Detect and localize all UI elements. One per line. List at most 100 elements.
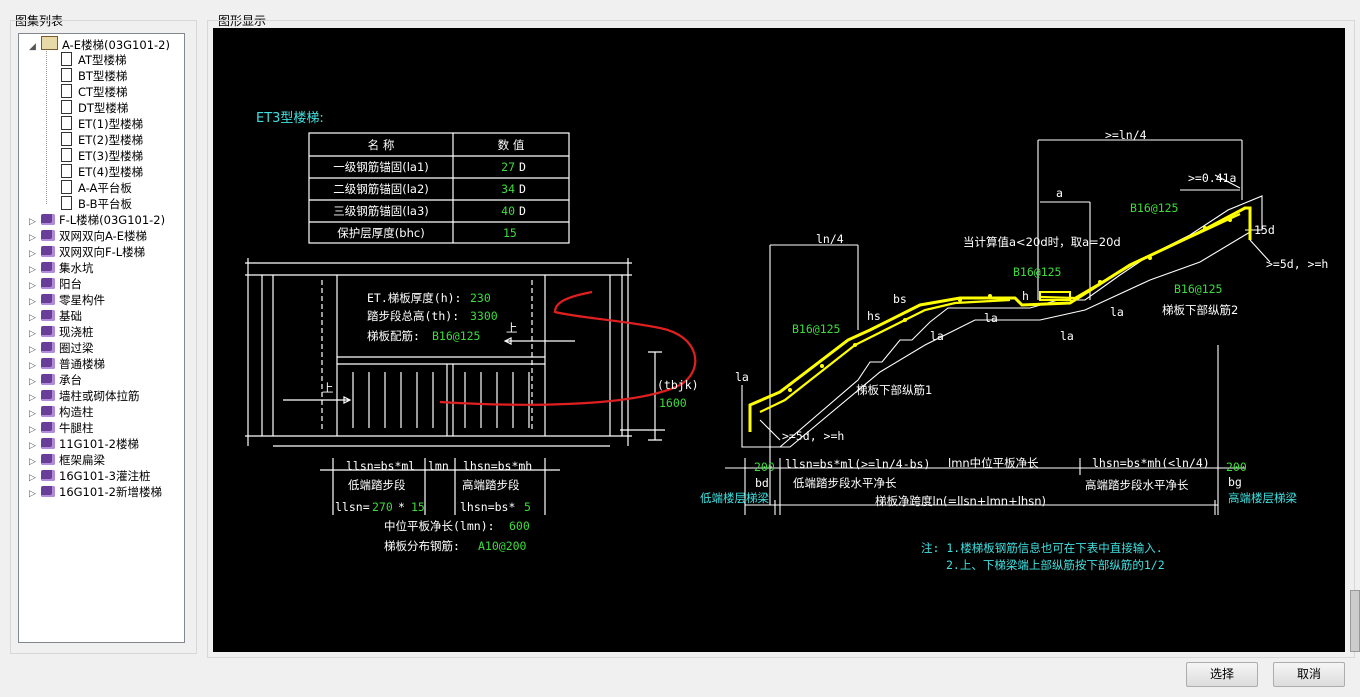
tree-node[interactable]: ▷F-L楼梯(03G101-2) [29, 212, 165, 228]
document-icon [61, 148, 72, 162]
tree-item-label: BT型楼梯 [78, 69, 128, 83]
plan-lmn: lmn [428, 459, 449, 473]
book-icon [41, 390, 55, 401]
table-row-value: 40 [501, 204, 515, 218]
tree-node[interactable]: ▷零星构件 [29, 292, 105, 308]
drawing-line [352, 372, 530, 428]
drawing-line [774, 500, 1216, 515]
dim-200-left: 200 [754, 460, 775, 474]
tree-item-child[interactable]: B-B平台板 [61, 196, 132, 212]
tree-node[interactable]: ▷基础 [29, 308, 82, 324]
book-icon [41, 342, 55, 353]
expand-icon[interactable]: ▷ [29, 361, 36, 371]
tree-item-label: 框架扁梁 [59, 453, 105, 467]
tree-node[interactable]: ▷双网双向F-L楼梯 [29, 244, 145, 260]
dim-bd: bd [755, 476, 769, 490]
book-icon [41, 374, 55, 385]
expand-icon[interactable]: ▷ [29, 489, 36, 499]
expand-icon[interactable]: ▷ [29, 393, 36, 403]
expand-icon[interactable]: ▷ [29, 233, 36, 243]
tree-item-label: 普通楼梯 [59, 357, 105, 371]
tree-node[interactable]: ▷集水坑 [29, 260, 94, 276]
tree-node[interactable]: ▷11G101-2楼梯 [29, 436, 139, 452]
expand-icon[interactable]: ▷ [29, 313, 36, 323]
tree-node[interactable]: ▷ 圈过梁 [29, 340, 94, 356]
tree-node[interactable]: ▷现浇桩 [29, 324, 94, 340]
llsn-star: * [398, 500, 405, 514]
tree-item-child[interactable]: A-A平台板 [61, 180, 132, 196]
tree-item-child[interactable]: ET(2)型楼梯 [61, 132, 143, 148]
expand-icon[interactable]: ▷ [29, 441, 36, 451]
side-scroll-thumb[interactable] [1350, 590, 1360, 652]
book-icon [41, 326, 55, 337]
expand-icon[interactable]: ▷ [29, 329, 36, 339]
expand-icon[interactable]: ▷ [29, 217, 36, 227]
high-beam-label: 高端楼层梯梁 [1228, 491, 1297, 505]
expand-icon[interactable]: ▷ [29, 249, 36, 259]
tree-item-child[interactable]: CT型楼梯 [61, 84, 128, 100]
expand-icon[interactable]: ▷ [29, 297, 36, 307]
note-2: 2.上、下梯梁端上部纵筋按下部纵筋的1/2 [946, 558, 1165, 572]
cancel-button[interactable]: 取消 [1273, 662, 1345, 687]
tree-item-label: 圈过梁 [59, 341, 94, 355]
expand-icon[interactable]: ▷ [29, 425, 36, 435]
expand-icon[interactable]: ▷ [29, 281, 36, 291]
expand-icon[interactable]: ▷ [29, 265, 36, 275]
dim-la: la [1110, 305, 1124, 319]
expand-icon[interactable]: ▷ [29, 345, 36, 355]
drawing-line [1039, 291, 1071, 301]
tree-item-label: 16G101-2新增楼梯 [59, 485, 162, 499]
tree-node[interactable]: ▷ 普通楼梯 [29, 356, 105, 372]
catalog-frame [10, 20, 197, 654]
tree-node[interactable]: ▷ 16G101-2新增楼梯 [29, 484, 162, 500]
lhsn-mh-value: 5 [524, 500, 531, 514]
rebar-dot [1148, 256, 1152, 260]
tbjk-label: (tbjk) [657, 378, 699, 392]
tree-node[interactable]: ▷墙柱或砌体拉筋 [29, 388, 140, 404]
tree-item-child[interactable]: DT型楼梯 [61, 100, 128, 116]
tree-node[interactable]: ▷阳台 [29, 276, 82, 292]
tree-item-label: 双网双向A-E楼梯 [59, 229, 148, 243]
display-frame [207, 20, 1355, 658]
plan-high-segment: 高端踏步段 [462, 478, 520, 492]
tree-node[interactable]: ▷承台 [29, 372, 82, 388]
tree-node[interactable]: ▷ 框架扁梁 [29, 452, 105, 468]
dim-la: la [1060, 329, 1074, 343]
display-label: 图形显示 [218, 14, 267, 28]
dist-rebar-value: A10@200 [478, 539, 527, 553]
select-button[interactable]: 选择 [1186, 662, 1258, 687]
document-icon [61, 100, 72, 114]
rebar-dot [820, 364, 824, 368]
tree-item-child[interactable]: ET(1)型楼梯 [61, 116, 143, 132]
tree-node[interactable]: ▷构造柱 [29, 404, 94, 420]
table-row-unit: D [519, 160, 526, 174]
table-row-name: 保护层厚度(bhc) [337, 226, 424, 240]
table-row-value: 15 [503, 226, 517, 240]
expand-icon[interactable]: ▷ [29, 377, 36, 387]
drawing-line [1214, 174, 1241, 189]
book-icon [41, 214, 55, 225]
low-horizontal: 低端踏步段水平净长 [793, 476, 897, 490]
tree-node[interactable]: ▷16G101-3灌注桩 [29, 468, 150, 484]
rebar-b16-left: B16@125 [792, 322, 840, 336]
tree-item-child[interactable]: AT型楼梯 [61, 52, 127, 68]
expand-icon[interactable]: ▷ [29, 457, 36, 467]
tree-item-child[interactable]: ET(4)型楼梯 [61, 164, 143, 180]
plan-llsn: llsn=bs*ml [346, 459, 415, 473]
book-icon [41, 470, 55, 481]
expand-icon[interactable]: ▷ [29, 409, 36, 419]
tree-item-child[interactable]: ET(3)型楼梯 [61, 148, 143, 164]
plan-up-arrow-label: 上 [322, 381, 334, 395]
table-row-unit: D [519, 204, 526, 218]
tbjk-value: 1600 [659, 396, 687, 410]
table-row-name: 三级钢筋锚固(la3) [333, 204, 429, 218]
tree-node[interactable]: ▷ 双网双向A-E楼梯 [29, 228, 147, 244]
expand-icon[interactable]: ▷ [29, 473, 36, 483]
document-icon [61, 68, 72, 82]
expand-icon[interactable]: ◢ [29, 42, 36, 52]
tree-node-root[interactable]: ◢A-E楼梯(03G101-2) [29, 36, 170, 52]
tree-item-child[interactable]: BT型楼梯 [61, 68, 127, 84]
tree-node[interactable]: ▷牛腿柱 [29, 420, 94, 436]
drawing-canvas[interactable]: ET3型楼梯: 名 称 数 值 一级钢筋锚固(la1) 27 D 二级钢筋锚固(… [213, 28, 1345, 652]
